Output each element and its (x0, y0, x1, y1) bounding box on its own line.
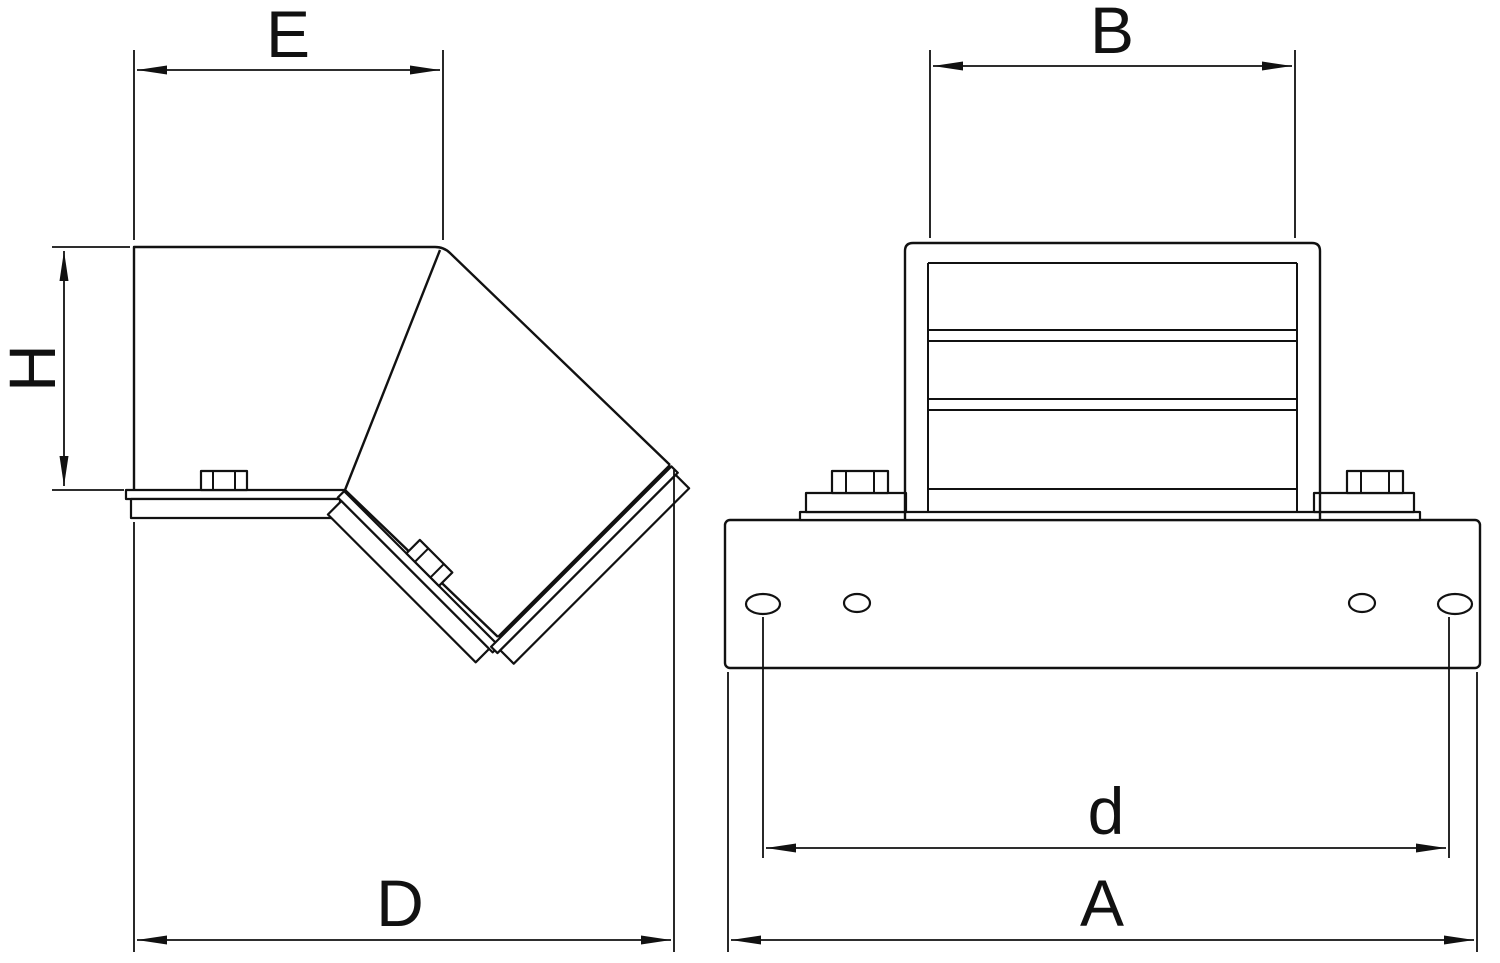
hex-bolt (830, 469, 890, 495)
horizontal-flange (124, 469, 347, 520)
dim-label-E: E (266, 0, 310, 71)
flange-plate (336, 490, 501, 654)
side-view (124, 245, 691, 665)
dim-A: A (727, 672, 1478, 952)
bolt-plate (1312, 491, 1416, 514)
dim-d: d (762, 617, 1450, 858)
flange-plate (490, 465, 679, 655)
dim-label-d: d (1088, 774, 1125, 848)
dim-label-D: D (376, 866, 424, 940)
duct-body-outline (903, 241, 1322, 520)
dim-E: E (133, 0, 444, 240)
mounting-hole (842, 592, 872, 614)
bolt-plate (804, 491, 908, 514)
hex-bolt-facet (414, 547, 430, 563)
hex-bolt (199, 469, 249, 492)
flange-strip (798, 510, 1422, 522)
miter-line (343, 249, 442, 491)
end-face (497, 464, 671, 638)
dim-label-H: H (0, 344, 69, 392)
flange-plate (326, 499, 491, 664)
mounting-slot (1436, 592, 1474, 616)
end-flange (490, 465, 691, 665)
right-bolt-assembly (1312, 469, 1416, 514)
mounting-slot (744, 592, 782, 616)
mounting-hole (1347, 592, 1377, 614)
front-view (723, 241, 1482, 670)
hex-bolt (1345, 469, 1405, 495)
dimensions: E H D B d (0, 0, 1478, 952)
dim-B: B (929, 0, 1296, 238)
left-bolt-assembly (804, 469, 908, 514)
dim-H: H (0, 246, 130, 491)
dim-label-B: B (1090, 0, 1134, 67)
flange-plate (129, 497, 342, 520)
dim-label-A: A (1080, 866, 1124, 940)
hex-bolt (405, 538, 454, 588)
diagonal-flange (326, 490, 501, 664)
dim-D: D (133, 470, 675, 952)
duct-inner-lines (927, 262, 1298, 512)
flange-plate (124, 488, 347, 501)
flange-plate (499, 473, 691, 665)
hex-bolt-facet (429, 563, 445, 579)
side-view-outline (132, 245, 671, 490)
